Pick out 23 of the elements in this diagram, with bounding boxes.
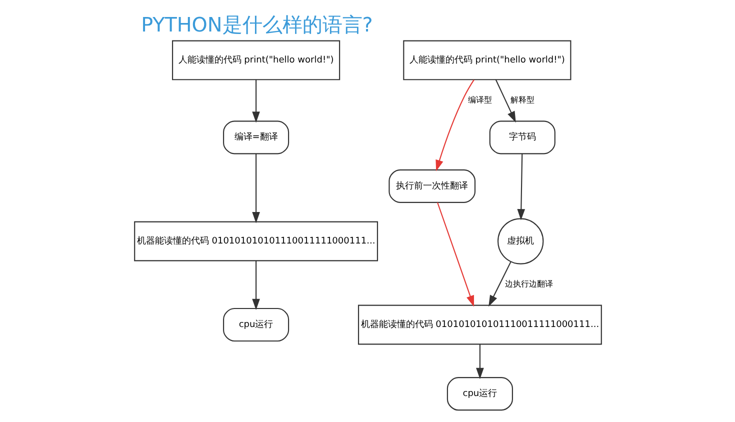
- node-circle: 虚拟机: [496, 218, 544, 264]
- edge-label: 编译型: [467, 94, 492, 104]
- diagram-title: PYTHON是什么样的语言?: [140, 13, 372, 36]
- node-box: 机器能读懂的代码 010101010101110011111000111...: [357, 304, 602, 345]
- node-box: cpu运行: [222, 308, 289, 342]
- arrow: [488, 262, 511, 307]
- arrow: [435, 80, 474, 172]
- arrow: [252, 154, 260, 224]
- node-box: 机器能读懂的代码 010101010101110011111000111...: [134, 221, 378, 262]
- arrow: [494, 80, 516, 123]
- node-box: 编译=翻译: [222, 120, 289, 154]
- arrow: [436, 202, 474, 307]
- arrow: [252, 80, 260, 123]
- node-box: 执行前一次性翻译: [388, 169, 476, 203]
- node-box: 人能读懂的代码 print("hello world!"): [402, 40, 571, 80]
- arrow: [252, 260, 260, 310]
- edge-label: 边执行边翻译: [504, 278, 553, 289]
- node-box: 人能读懂的代码 print("hello world!"): [171, 40, 340, 80]
- node-box: 字节码: [488, 120, 555, 154]
- node-box: cpu运行: [446, 377, 512, 411]
- arrow: [476, 344, 484, 380]
- arrow: [516, 154, 525, 220]
- edge-label: 解释型: [510, 94, 534, 104]
